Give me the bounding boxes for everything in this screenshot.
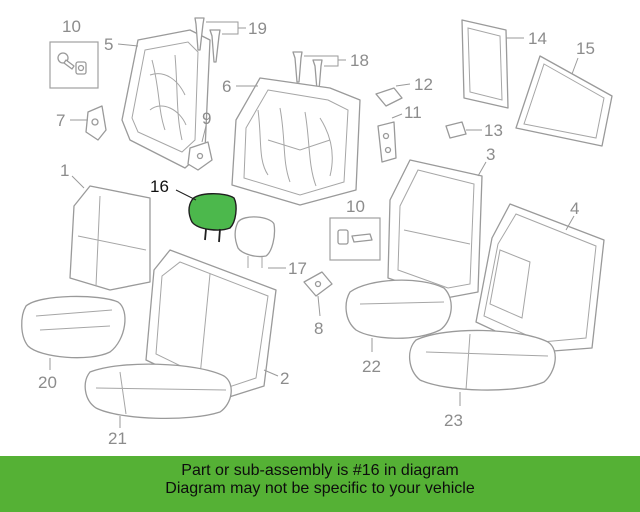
callout-1: 1	[60, 161, 69, 180]
part-6-seatback-frame[interactable]	[231, 77, 361, 206]
callout-17: 17	[288, 259, 307, 278]
callout-10-top: 10	[62, 17, 81, 36]
part-12-cap[interactable]	[375, 87, 403, 107]
info-banner: Part or sub-assembly is #16 in diagram D…	[0, 456, 640, 512]
part-9-bracket[interactable]	[187, 141, 213, 171]
callout-15: 15	[576, 39, 595, 58]
part-4-seatback[interactable]	[475, 203, 605, 353]
part-21-cushion[interactable]	[84, 363, 232, 420]
part-10-hardware-box-center[interactable]	[329, 217, 381, 261]
callout-8: 8	[314, 319, 323, 338]
callout-6: 6	[222, 77, 231, 96]
callout-13: 13	[484, 121, 503, 140]
callout-4: 4	[570, 199, 579, 218]
callout-3: 3	[486, 145, 495, 164]
part-14-panel[interactable]	[461, 19, 509, 109]
part-1-seatback[interactable]	[69, 185, 151, 291]
callout-16: 16	[150, 177, 169, 196]
callout-18: 18	[350, 51, 369, 70]
callout-12: 12	[414, 75, 433, 94]
callout-14: 14	[528, 29, 547, 48]
part-7-bracket[interactable]	[85, 105, 107, 141]
part-13-clip[interactable]	[445, 121, 467, 139]
part-16-headrest[interactable]	[188, 193, 237, 243]
callout-20: 20	[38, 373, 57, 392]
part-5-seatback-frame[interactable]	[121, 29, 211, 169]
callout-11: 11	[404, 103, 422, 122]
callout-2: 2	[280, 369, 289, 388]
callout-21: 21	[108, 429, 127, 448]
part-23-cushion[interactable]	[409, 329, 556, 391]
part-19-bolts[interactable]	[194, 17, 221, 63]
banner-line-1: Part or sub-assembly is #16 in diagram	[181, 462, 459, 479]
part-22-cushion[interactable]	[345, 279, 452, 339]
banner-line-2: Diagram may not be specific to your vehi…	[165, 480, 475, 497]
callout-10-center: 10	[346, 197, 365, 216]
callout-22: 22	[362, 357, 381, 376]
part-20-cushion[interactable]	[21, 295, 126, 359]
callout-7: 7	[56, 111, 65, 130]
part-17-headrest[interactable]	[234, 216, 276, 268]
part-10-hardware-box[interactable]	[49, 41, 99, 89]
part-15-panel[interactable]	[515, 55, 613, 147]
callout-19: 19	[248, 19, 267, 38]
part-11-latch[interactable]	[377, 121, 397, 163]
part-3-seatback[interactable]	[387, 159, 483, 299]
callout-23: 23	[444, 411, 463, 430]
part-8-bracket[interactable]	[303, 271, 333, 297]
callout-5: 5	[104, 35, 113, 54]
callout-9: 9	[202, 109, 211, 128]
